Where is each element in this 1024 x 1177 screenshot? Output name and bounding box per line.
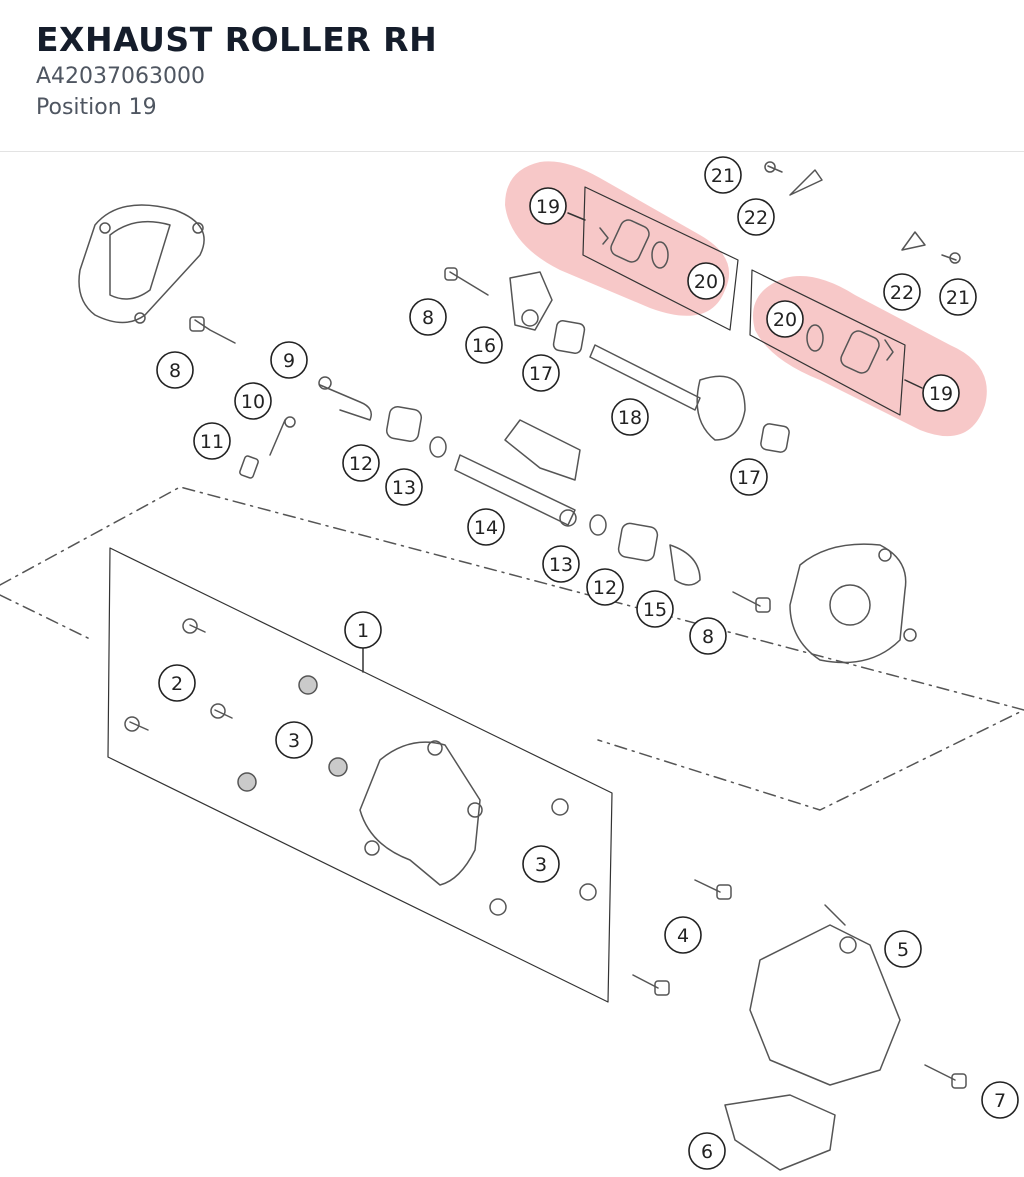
o-ring — [589, 514, 607, 536]
svg-text:17: 17 — [737, 467, 761, 489]
callout-21a[interactable]: 21 — [704, 156, 742, 194]
bolts — [189, 161, 967, 1089]
svg-text:19: 19 — [929, 383, 953, 405]
bracket-part — [901, 231, 926, 251]
part-title: EXHAUST ROLLER RH — [36, 20, 438, 59]
part-number: A42037063000 — [36, 64, 206, 89]
cover-part-5 — [749, 904, 901, 1086]
svg-text:13: 13 — [392, 477, 416, 499]
parts-panel — [107, 547, 613, 1003]
svg-text:9: 9 — [283, 350, 295, 372]
svg-text:15: 15 — [643, 599, 667, 621]
svg-text:21: 21 — [946, 287, 970, 309]
callout-11[interactable]: 11 — [193, 422, 231, 460]
svg-text:14: 14 — [474, 517, 498, 539]
callout-20b[interactable]: 20 — [766, 300, 804, 338]
callout-10[interactable]: 10 — [234, 382, 272, 420]
screws-and-nuts — [124, 618, 597, 916]
exhaust-roller-rh-group-bottom — [806, 324, 894, 374]
svg-text:3: 3 — [535, 854, 547, 876]
callout-12a[interactable]: 12 — [342, 444, 380, 482]
bracket-part — [789, 169, 823, 196]
svg-text:17: 17 — [529, 363, 553, 385]
callout-12b[interactable]: 12 — [586, 568, 624, 606]
actuator-housing — [359, 740, 483, 886]
callout-13a[interactable]: 13 — [385, 468, 423, 506]
callout-16[interactable]: 16 — [465, 326, 503, 364]
svg-text:3: 3 — [288, 730, 300, 752]
svg-text:21: 21 — [711, 165, 735, 187]
svg-text:5: 5 — [897, 939, 909, 961]
segment-part — [669, 544, 701, 586]
svg-text:19: 19 — [536, 196, 560, 218]
callout-markers: 19 20 21 22 20 19 21 22 8 16 17 18 8 9 1… — [156, 156, 1019, 1170]
callout-1[interactable]: 1 — [344, 611, 382, 649]
callout-5[interactable]: 5 — [884, 930, 922, 968]
svg-text:20: 20 — [694, 271, 718, 293]
callout-19a[interactable]: 19 — [529, 187, 567, 225]
callout-3b[interactable]: 3 — [522, 845, 560, 883]
callout-17a[interactable]: 17 — [522, 354, 560, 392]
svg-text:20: 20 — [773, 309, 797, 331]
bushings — [385, 319, 790, 562]
svg-text:13: 13 — [549, 554, 573, 576]
callout-6[interactable]: 6 — [688, 1132, 726, 1170]
lever-part — [509, 271, 553, 331]
callout-13b[interactable]: 13 — [542, 545, 580, 583]
callout-4[interactable]: 4 — [664, 916, 702, 954]
callout-8b[interactable]: 8 — [156, 351, 194, 389]
svg-text:8: 8 — [169, 360, 181, 382]
svg-text:2: 2 — [171, 673, 183, 695]
svg-text:10: 10 — [241, 391, 265, 413]
callout-22a[interactable]: 22 — [737, 198, 775, 236]
callout-15[interactable]: 15 — [636, 590, 674, 628]
svg-text:16: 16 — [472, 335, 496, 357]
svg-text:8: 8 — [422, 307, 434, 329]
callout-17b[interactable]: 17 — [730, 458, 768, 496]
svg-text:18: 18 — [618, 407, 642, 429]
callout-8a[interactable]: 8 — [409, 298, 447, 336]
callout-9[interactable]: 9 — [270, 341, 308, 379]
svg-text:6: 6 — [701, 1141, 713, 1163]
valve-body-part — [454, 419, 581, 527]
cover-part-6 — [724, 1094, 836, 1171]
svg-text:22: 22 — [890, 282, 914, 304]
cover-part — [78, 204, 205, 324]
svg-text:11: 11 — [200, 431, 224, 453]
shaft-part — [589, 344, 746, 441]
linkage-part — [239, 376, 372, 479]
callout-2[interactable]: 2 — [158, 664, 196, 702]
part-position: Position 19 — [36, 95, 157, 120]
callout-19b[interactable]: 19 — [922, 374, 960, 412]
mounting-plane — [0, 486, 1024, 811]
housing-part — [789, 543, 917, 664]
svg-text:8: 8 — [702, 626, 714, 648]
exhaust-roller-rh-group-top — [599, 219, 669, 269]
callout-18[interactable]: 18 — [611, 398, 649, 436]
svg-text:1: 1 — [357, 620, 369, 642]
part-header: EXHAUST ROLLER RH A42037063000 Position … — [0, 0, 1024, 152]
svg-text:12: 12 — [349, 453, 373, 475]
callout-21b[interactable]: 21 — [939, 278, 977, 316]
callout-22b[interactable]: 22 — [883, 273, 921, 311]
callout-14[interactable]: 14 — [467, 508, 505, 546]
svg-text:4: 4 — [677, 925, 689, 947]
exploded-parts-diagram: 19 20 21 22 20 19 21 22 8 16 17 18 8 9 1… — [0, 156, 1024, 1171]
callout-7[interactable]: 7 — [981, 1081, 1019, 1119]
svg-text:22: 22 — [744, 207, 768, 229]
svg-text:7: 7 — [994, 1090, 1006, 1112]
callout-20a[interactable]: 20 — [687, 262, 725, 300]
svg-text:12: 12 — [593, 577, 617, 599]
callout-8c[interactable]: 8 — [689, 617, 727, 655]
callout-3a[interactable]: 3 — [275, 721, 313, 759]
o-ring — [429, 436, 447, 458]
